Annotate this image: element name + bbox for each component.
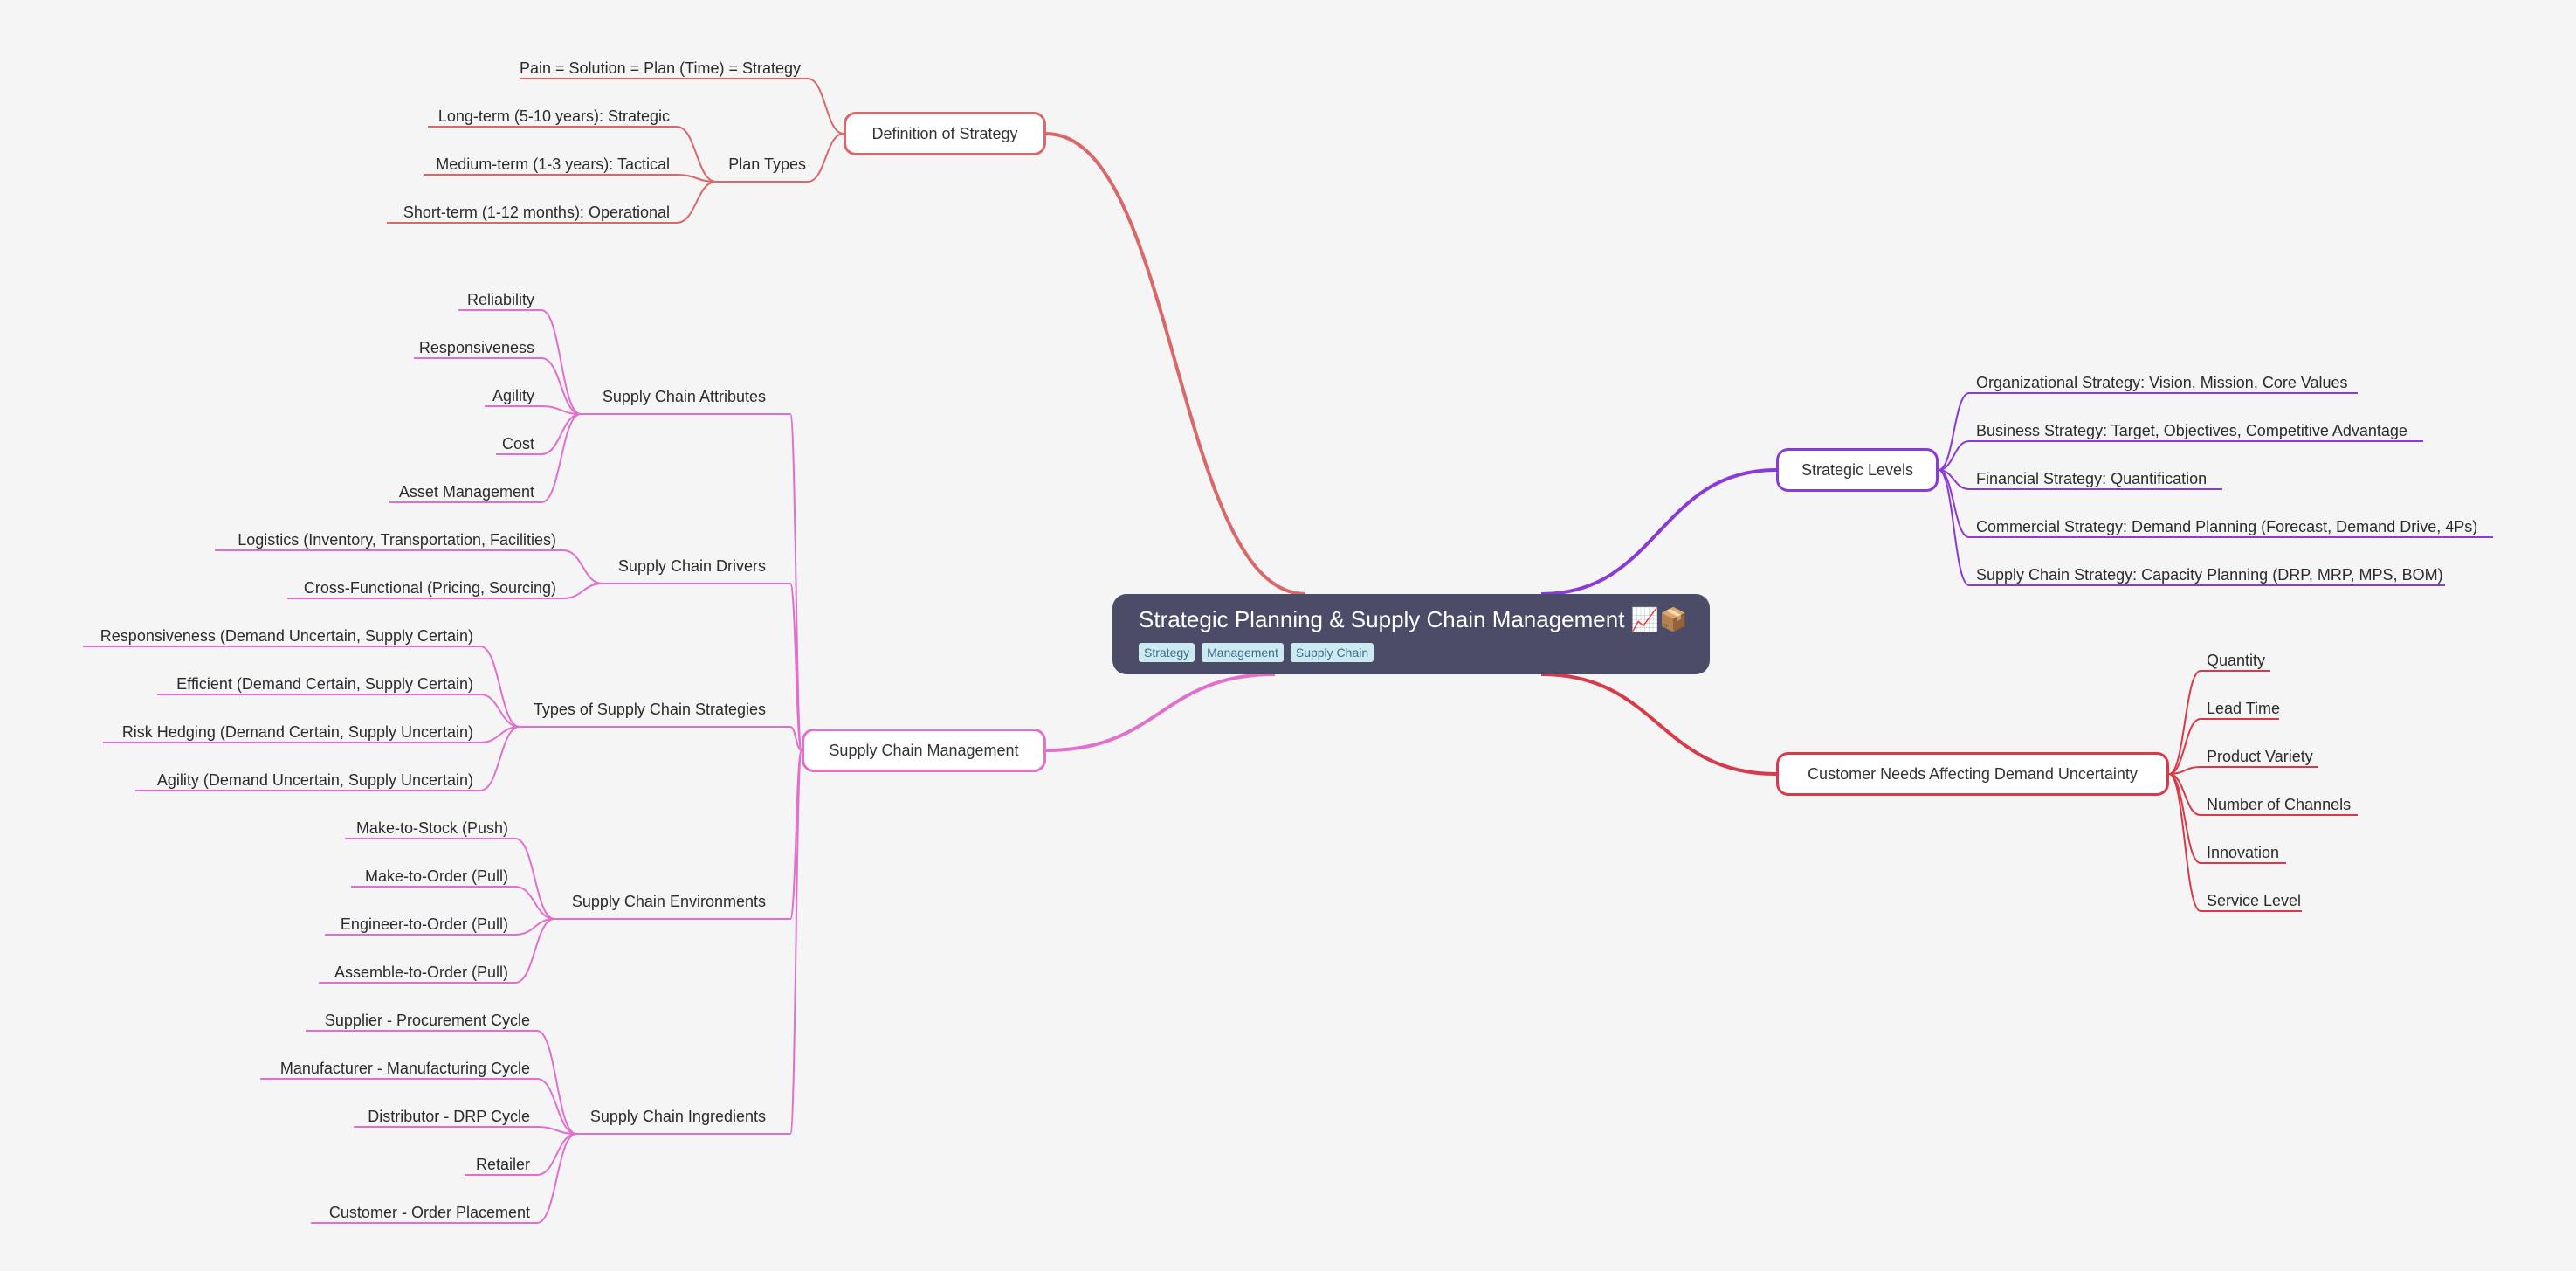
leaf-scm-4-2[interactable]: Distributor - DRP Cycle: [368, 1108, 530, 1125]
connector-scm-3-leaf-0: [514, 838, 555, 920]
tag-supply-chain[interactable]: Supply Chain: [1290, 643, 1374, 662]
connector-plan-type-2: [676, 181, 717, 224]
central-topic-title: Strategic Planning & Supply Chain Manage…: [1139, 606, 1688, 632]
leaf-customer-need-5[interactable]: Service Level: [2207, 892, 2302, 909]
connector-plan-type-1: [676, 174, 717, 183]
connector-central-supply-chain: [1045, 673, 1276, 752]
connector-scm-4-leaf-2: [536, 1126, 577, 1135]
connector-sl-leaf-1: [1938, 440, 1970, 471]
connector-scm-group-1: [789, 583, 802, 751]
leaf-scm-3-1[interactable]: Make-to-Order (Pull): [364, 867, 508, 885]
connector-scm-4-leaf-3: [536, 1133, 577, 1176]
leaf-scm-0-0[interactable]: Reliability: [466, 291, 534, 308]
leaf-scm-3-0[interactable]: Make-to-Stock (Push): [355, 819, 508, 837]
connector-scm-2-leaf-3: [479, 726, 520, 791]
connector-scm-group-3: [789, 749, 802, 920]
connector-cn-leaf-2: [2168, 766, 2201, 775]
branch-supply-chain-management[interactable]: Supply Chain Management: [802, 729, 1046, 772]
leaf-pain-solution[interactable]: Pain = Solution = Plan (Time) = Strategy: [520, 59, 801, 77]
leaf-strategic-level-2[interactable]: Financial Strategy: Quantification: [1976, 470, 2208, 487]
connector-scm-2-leaf-0: [479, 646, 520, 728]
connector-sl-leaf-4: [1938, 469, 1970, 586]
connector-scm-3-leaf-1: [514, 886, 555, 920]
leaf-plan-type-1[interactable]: Medium-term (1-3 years): Tactical: [436, 155, 670, 173]
connector-scm-0-leaf-4: [541, 413, 582, 503]
leaf-scm-1-0[interactable]: Logistics (Inventory, Transportation, Fa…: [238, 531, 556, 549]
central-topic[interactable]: Strategic Planning & Supply Chain Manage…: [1112, 594, 1710, 674]
connector-scm-3-leaf-3: [514, 918, 555, 984]
leaf-scm-2-3[interactable]: Agility (Demand Uncertain, Supply Uncert…: [156, 771, 473, 789]
leaf-scm-4-4[interactable]: Customer - Order Placement: [328, 1204, 530, 1221]
connector-scm-group-2: [789, 726, 802, 751]
leaf-strategic-level-4[interactable]: Supply Chain Strategy: Capacity Planning…: [1976, 566, 2443, 584]
node-plan-types[interactable]: Plan Types: [728, 155, 806, 173]
leaf-customer-need-3[interactable]: Number of Channels: [2207, 796, 2352, 813]
leaf-plan-type-2[interactable]: Short-term (1-12 months): Operational: [403, 204, 670, 221]
connector-scm-1-leaf-0: [562, 549, 603, 584]
leaf-scm-1-1[interactable]: Cross-Functional (Pricing, Sourcing): [303, 579, 556, 597]
leaf-scm-0-1[interactable]: Responsiveness: [418, 339, 534, 356]
connector-scm-4-leaf-0: [536, 1030, 577, 1135]
connector-scm-0-leaf-3: [541, 413, 582, 455]
branch-customer-needs[interactable]: Customer Needs Affecting Demand Uncertai…: [1776, 752, 2169, 796]
leaf-strategic-level-3[interactable]: Commercial Strategy: Demand Planning (Fo…: [1976, 518, 2478, 535]
connector-scm-0-leaf-1: [541, 357, 582, 415]
connector-central-customer-needs: [1540, 673, 1777, 776]
connector-plan-type-0: [676, 126, 717, 183]
branch-definition-of-strategy[interactable]: Definition of Strategy: [844, 112, 1046, 155]
leaf-scm-0-4[interactable]: Asset Management: [398, 483, 534, 501]
leaf-scm-2-2[interactable]: Risk Hedging (Demand Certain, Supply Unc…: [121, 723, 473, 741]
leaf-strategic-level-1[interactable]: Business Strategy: Target, Objectives, C…: [1976, 422, 2407, 439]
leaf-customer-need-4[interactable]: Innovation: [2207, 844, 2280, 861]
leaf-scm-2-0[interactable]: Responsiveness (Demand Uncertain, Supply…: [100, 627, 473, 645]
leaf-customer-need-2[interactable]: Product Variety: [2207, 748, 2313, 765]
leaf-scm-4-0[interactable]: Supplier - Procurement Cycle: [324, 1012, 530, 1029]
central-topic-tags: Strategy Management Supply Chain: [1139, 643, 1684, 662]
leaf-strategic-level-0[interactable]: Organizational Strategy: Vision, Mission…: [1976, 374, 2348, 391]
node-scm-group-3[interactable]: Supply Chain Environments: [571, 893, 766, 910]
branch-strategic-levels[interactable]: Strategic Levels: [1776, 448, 1939, 492]
connector-cn-leaf-0: [2168, 670, 2201, 775]
leaf-scm-3-3[interactable]: Assemble-to-Order (Pull): [334, 964, 508, 981]
leaf-scm-0-3[interactable]: Cost: [501, 435, 534, 452]
connector-scm-group-0: [789, 413, 802, 751]
connector-scm-0-leaf-0: [541, 309, 582, 415]
tag-management[interactable]: Management: [1202, 643, 1284, 662]
connector-def-plan-types: [807, 133, 844, 183]
connector-def-pain: [807, 78, 844, 135]
node-scm-group-4[interactable]: Supply Chain Ingredients: [589, 1108, 766, 1125]
connector-scm-4-leaf-4: [536, 1133, 577, 1224]
leaf-scm-2-1[interactable]: Efficient (Demand Certain, Supply Certai…: [176, 675, 473, 693]
connector-scm-4-leaf-1: [536, 1078, 577, 1135]
leaf-customer-need-1[interactable]: Lead Time: [2207, 700, 2281, 717]
connector-scm-1-leaf-1: [562, 583, 603, 599]
tag-strategy[interactable]: Strategy: [1139, 643, 1195, 662]
leaf-customer-need-0[interactable]: Quantity: [2207, 652, 2266, 669]
leaf-scm-4-3[interactable]: Retailer: [475, 1156, 530, 1173]
connector-scm-group-4: [789, 749, 802, 1135]
connector-scm-0-leaf-2: [541, 405, 582, 415]
leaf-plan-type-0[interactable]: Long-term (5-10 years): Strategic: [437, 107, 670, 125]
connector-cn-leaf-1: [2168, 718, 2201, 775]
connector-cn-leaf-3: [2168, 773, 2201, 816]
connector-cn-leaf-5: [2168, 773, 2201, 912]
connector-sl-leaf-0: [1938, 392, 1970, 471]
connector-central-strategic-levels: [1540, 468, 1777, 596]
node-scm-group-0[interactable]: Supply Chain Attributes: [602, 388, 766, 405]
connector-scm-2-leaf-1: [479, 694, 520, 728]
connector-central-definition: [1045, 132, 1306, 596]
leaf-scm-3-2[interactable]: Engineer-to-Order (Pull): [340, 915, 508, 933]
node-scm-group-2[interactable]: Types of Supply Chain Strategies: [533, 701, 766, 718]
node-scm-group-1[interactable]: Supply Chain Drivers: [617, 557, 766, 575]
leaf-scm-4-1[interactable]: Manufacturer - Manufacturing Cycle: [279, 1060, 530, 1077]
leaf-scm-0-2[interactable]: Agility: [492, 387, 534, 404]
